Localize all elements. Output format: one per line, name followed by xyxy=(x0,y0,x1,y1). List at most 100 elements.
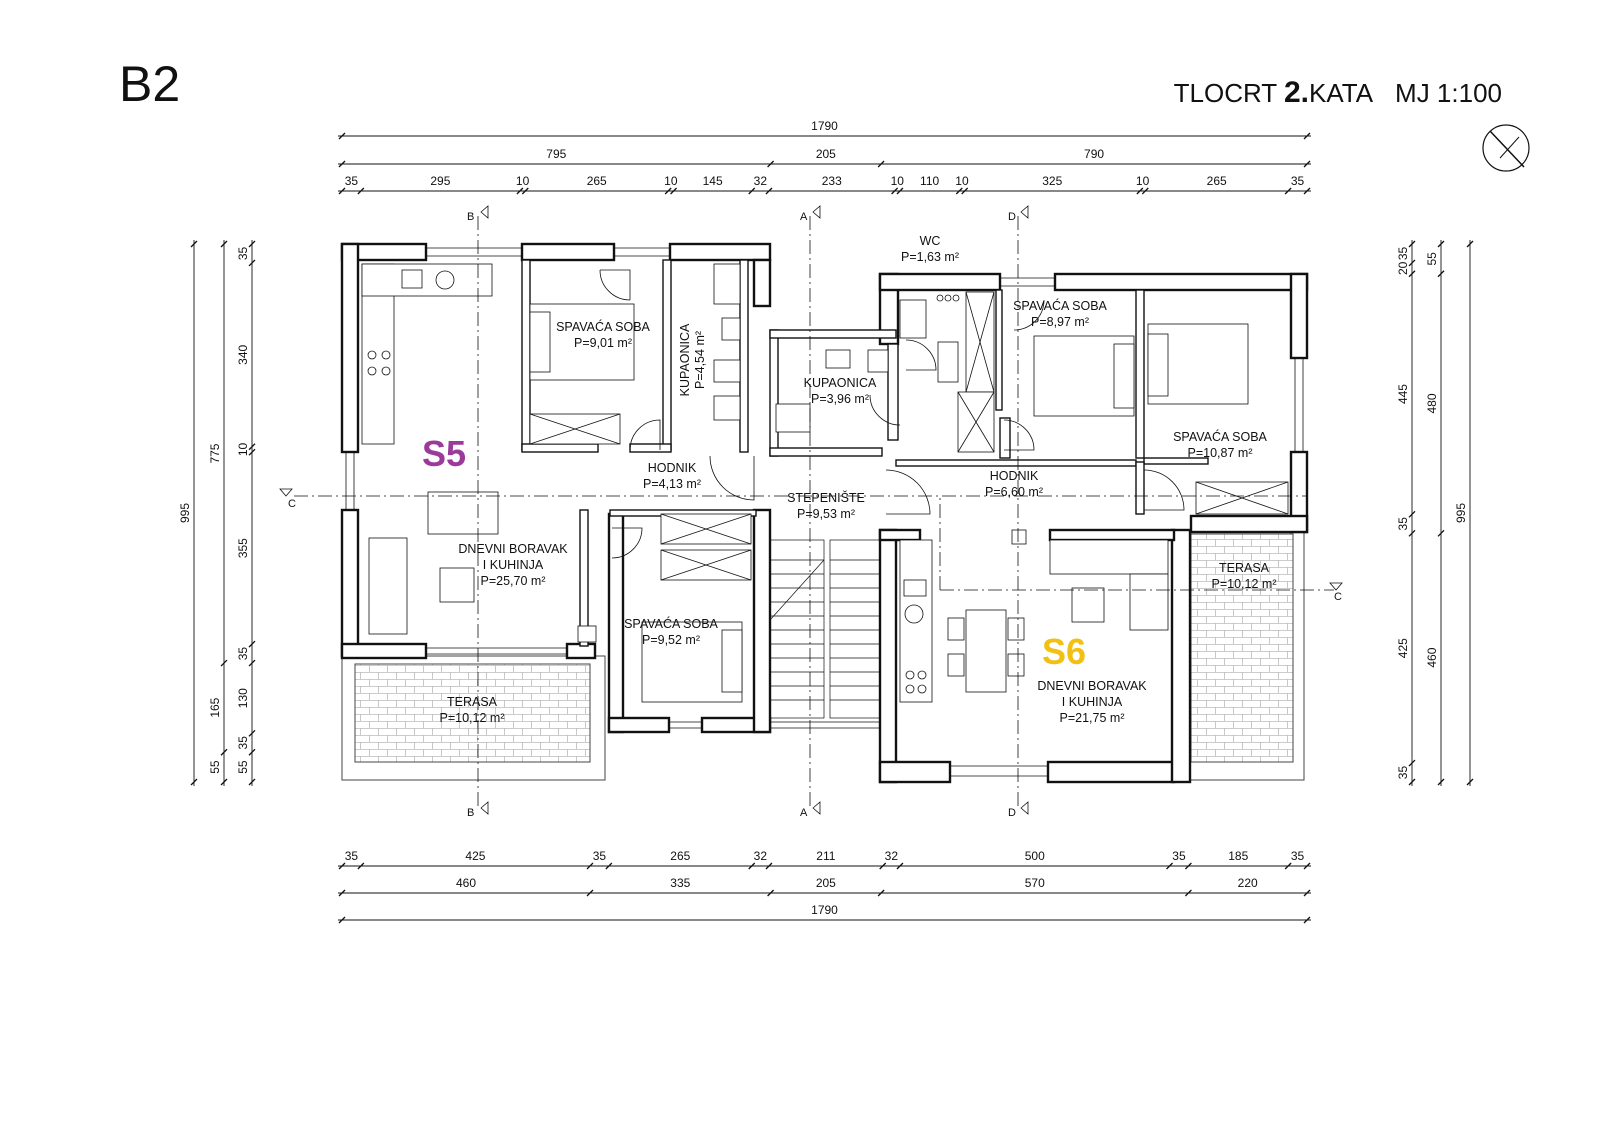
s5-living-name-line2: I KUHINJA xyxy=(483,558,544,572)
dimension-tick xyxy=(896,187,904,195)
dimension-label: 995 xyxy=(1454,503,1468,523)
dimension-label: 205 xyxy=(816,147,836,161)
dimension-label: 233 xyxy=(822,174,842,188)
dimension-label: 35 xyxy=(345,849,359,863)
s6-terrace-paving xyxy=(1190,533,1294,763)
dimension-label: 790 xyxy=(1084,147,1104,161)
dimension-label: 211 xyxy=(816,849,835,863)
dimension-tick xyxy=(1303,160,1311,168)
dimension-label: 265 xyxy=(1207,174,1227,188)
s5-terrace-border xyxy=(341,655,606,781)
dimension-tick xyxy=(338,132,346,140)
dimension-label: 1790 xyxy=(811,903,838,917)
unit-label-s5: S5 xyxy=(422,433,466,474)
dimension-tick xyxy=(1303,132,1311,140)
dimension-tick xyxy=(955,187,963,195)
dimension-tick xyxy=(190,240,198,248)
dimension-tick xyxy=(586,862,594,870)
dimension-label: 35 xyxy=(1172,849,1186,863)
dimension-label: 445 xyxy=(1396,384,1410,404)
dimension-tick xyxy=(1166,862,1173,870)
dimension-label: 35 xyxy=(236,246,250,260)
north-arrow-icon xyxy=(1482,124,1530,172)
s6-living-name-line1: DNEVNI BORAVAK xyxy=(1037,679,1147,693)
dimension-tick xyxy=(748,862,756,870)
dimension-label: 10 xyxy=(891,174,905,188)
dimension-label: 10 xyxy=(1136,174,1150,188)
dimension-tick xyxy=(248,659,256,667)
s5-hallway-area: P=4,13 m² xyxy=(643,477,701,491)
dimension-label: 110 xyxy=(920,174,939,188)
dimension-label: 335 xyxy=(670,876,690,890)
s5-living-name-line1: DNEVNI BORAVAK xyxy=(458,542,568,556)
dimension-label: 480 xyxy=(1425,393,1439,413)
dimension-label: 205 xyxy=(816,876,836,890)
dimension-tick xyxy=(765,187,773,195)
dimension-tick xyxy=(664,187,672,195)
section-lines xyxy=(294,216,1334,808)
s6-hallway-name: HODNIK xyxy=(990,469,1039,483)
dimension-label: 130 xyxy=(236,688,250,708)
dimension-tick xyxy=(877,160,885,168)
dimension-tick xyxy=(765,862,773,870)
dimension-tick xyxy=(605,862,613,870)
dimension-label: 165 xyxy=(208,697,222,717)
s5-hallway-name: HODNIK xyxy=(648,461,697,475)
dimension-tick xyxy=(1184,862,1192,870)
dimension-label: 35 xyxy=(345,174,359,188)
door-swings xyxy=(599,269,1185,559)
dimension-tick xyxy=(767,160,775,168)
bathroom-mid-area: P=3,96 m² xyxy=(811,392,869,406)
dimension-tick xyxy=(357,187,365,195)
dimension-label: 35 xyxy=(236,647,250,661)
dimension-tick xyxy=(1284,187,1292,195)
dimension-label: 35 xyxy=(593,849,607,863)
dimension-tick xyxy=(896,862,904,870)
dimension-label: 145 xyxy=(703,174,723,188)
dimension-tick xyxy=(248,640,256,648)
dimension-tick xyxy=(1408,270,1416,278)
dimension-tick xyxy=(879,862,887,870)
s6-sofa xyxy=(1049,539,1169,575)
dimension-tick xyxy=(877,889,885,897)
dimension-tick xyxy=(1408,510,1416,518)
dimension-tick xyxy=(220,748,228,756)
dimension-tick xyxy=(1437,240,1445,248)
s5-bedroom-2-area: P=9,52 m² xyxy=(642,633,700,647)
dimension-tick xyxy=(338,916,346,924)
section-marker-d-bottom: D xyxy=(1008,807,1016,819)
dimension-label: 795 xyxy=(546,147,566,161)
dimension-tick xyxy=(1437,778,1445,786)
dimension-tick xyxy=(1284,862,1292,870)
dimension-tick xyxy=(248,443,256,451)
s5-terrace-area: P=10,12 m² xyxy=(440,711,505,725)
floor-word: KATA xyxy=(1308,78,1374,108)
dimension-tick xyxy=(1303,916,1311,924)
floor-number: 2. xyxy=(1283,76,1309,109)
dimension-tick xyxy=(1408,240,1416,248)
dimension-tick xyxy=(1184,889,1192,897)
room-labels: SPAVAĆA SOBA P=9,01 m² KUPAONICA P=4,54 … xyxy=(440,234,1277,725)
dimension-tick xyxy=(220,778,228,786)
dimension-label: 340 xyxy=(236,345,250,365)
dimension-label: 460 xyxy=(456,876,476,890)
dimension-label: 295 xyxy=(430,174,450,188)
dimension-label: 32 xyxy=(754,849,768,863)
dimension-label: 20 xyxy=(1396,261,1410,275)
section-marker-b-top: B xyxy=(467,211,474,223)
dimension-tick xyxy=(1437,529,1445,537)
dimension-tick xyxy=(357,862,365,870)
dimension-label: 35 xyxy=(1291,174,1305,188)
dimension-tick xyxy=(1303,889,1311,897)
dimension-tick xyxy=(670,187,678,195)
dimension-label: 10 xyxy=(516,174,530,188)
dimension-label: 35 xyxy=(1291,849,1305,863)
plan-scale: MJ 1:100 xyxy=(1395,78,1502,108)
dimension-label: 775 xyxy=(208,443,222,463)
dimension-tick xyxy=(190,778,198,786)
bathroom-mid-name: KUPAONICA xyxy=(804,376,877,390)
dimension-tick xyxy=(516,187,524,195)
staircase-area: P=9,53 m² xyxy=(797,507,855,521)
dimension-tick xyxy=(1437,270,1445,278)
